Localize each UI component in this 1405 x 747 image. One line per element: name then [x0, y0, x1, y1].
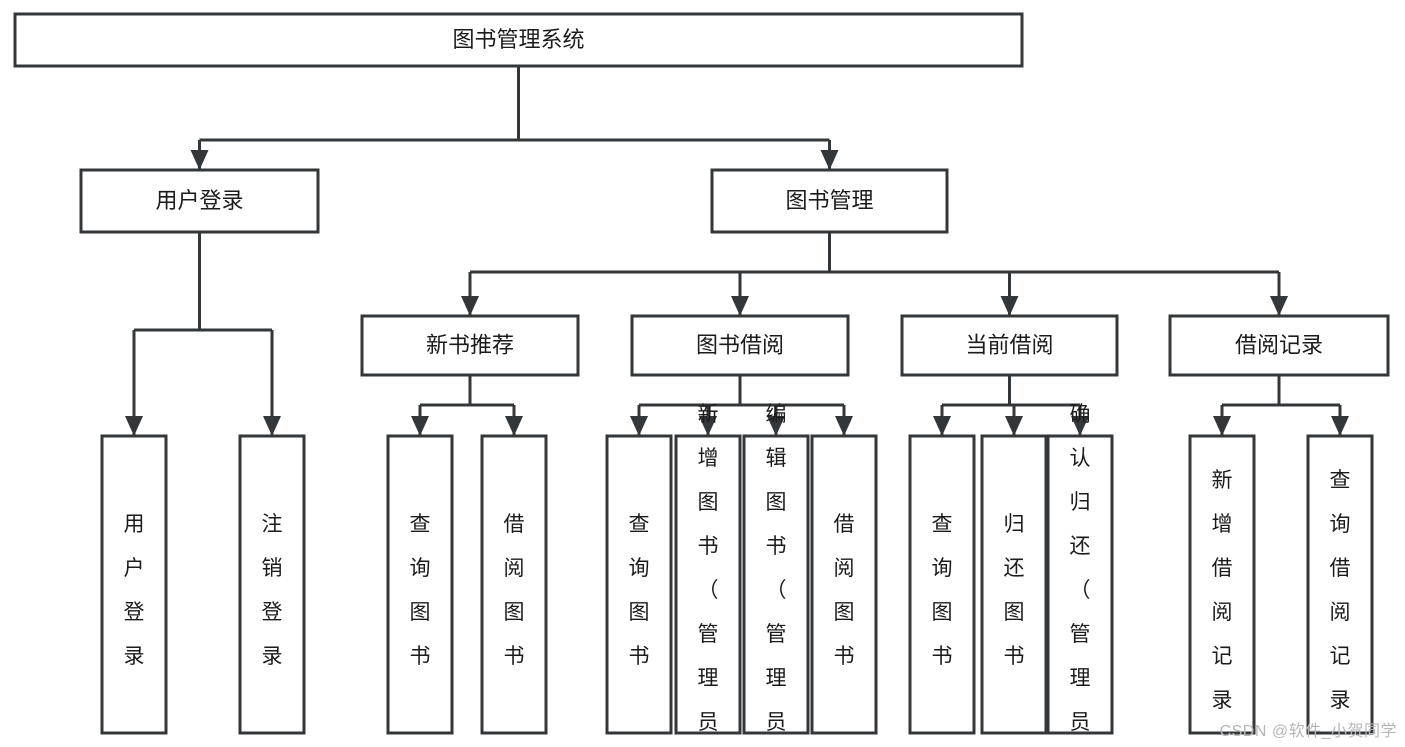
- node-leaf-10[interactable]: 确认归还（管理员）: [1046, 403, 1114, 747]
- node-leaf-1[interactable]: 注销登录: [238, 434, 306, 735]
- node-label: 图书借阅: [696, 332, 784, 357]
- leaf-label: 借阅图书: [834, 513, 855, 668]
- node-leaf-5[interactable]: 新增图书（管理员）: [674, 403, 742, 747]
- node-leaf-6[interactable]: 编辑图书（管理员）: [742, 403, 810, 747]
- node-layer: 图书管理系统用户登录图书管理新书推荐图书借阅当前借阅借阅记录用户登录注销登录查询…: [13, 12, 1390, 747]
- node-label: 图书管理系统: [452, 27, 584, 52]
- node-level3-0[interactable]: 新书推荐: [360, 314, 580, 377]
- leaf-label: 查询借阅记录: [1330, 469, 1351, 712]
- leaf-label: 借阅图书: [504, 513, 525, 668]
- node-level2-0[interactable]: 用户登录: [79, 168, 320, 234]
- arrow-head-icon: [190, 150, 209, 170]
- arrow-head-icon: [461, 296, 479, 316]
- arrow-head-icon: [820, 150, 839, 170]
- leaf-label: 新增借阅记录: [1212, 469, 1233, 712]
- arrow-head-icon: [505, 416, 523, 436]
- csdn-watermark: CSDN @软件_小贺同学: [1219, 723, 1397, 740]
- node-level2-1[interactable]: 图书管理: [710, 168, 949, 234]
- arrow-head-icon: [630, 416, 648, 436]
- arrow-head-icon: [1270, 296, 1288, 316]
- node-label: 当前借阅: [965, 332, 1053, 357]
- node-label: 借阅记录: [1235, 332, 1323, 357]
- node-label: 图书管理: [785, 188, 873, 213]
- arrow-head-icon: [731, 296, 749, 316]
- arrow-head-icon: [933, 416, 951, 436]
- node-leaf-2[interactable]: 查询图书: [386, 434, 454, 735]
- leaf-label: 确认归还（管理员）: [1070, 403, 1091, 747]
- node-leaf-4[interactable]: 查询图书: [605, 434, 673, 735]
- node-label: 用户登录: [155, 188, 243, 213]
- node-leaf-11[interactable]: 新增借阅记录: [1188, 434, 1256, 735]
- node-level3-1[interactable]: 图书借阅: [630, 314, 850, 377]
- arrow-head-icon: [767, 416, 785, 436]
- leaf-label: 归还图书: [1004, 513, 1025, 668]
- arrow-head-icon: [1331, 416, 1349, 436]
- arrow-head-icon: [1213, 416, 1231, 436]
- arrow-head-icon: [263, 416, 281, 436]
- arrow-head-icon: [1005, 416, 1023, 436]
- arrow-head-icon: [835, 416, 853, 436]
- node-leaf-0[interactable]: 用户登录: [100, 434, 168, 735]
- node-leaf-9[interactable]: 归还图书: [980, 434, 1048, 735]
- arrow-head-icon: [1000, 296, 1019, 316]
- leaf-label: 编辑图书（管理员）: [766, 403, 787, 747]
- node-leaf-8[interactable]: 查询图书: [908, 434, 976, 735]
- node-leaf-12[interactable]: 查询借阅记录: [1306, 434, 1374, 735]
- node-root-system[interactable]: 图书管理系统: [13, 12, 1024, 68]
- node-leaf-7[interactable]: 借阅图书: [810, 434, 878, 735]
- node-level3-2[interactable]: 当前借阅: [900, 314, 1119, 377]
- node-label: 新书推荐: [426, 332, 514, 357]
- leaf-label: 查询图书: [932, 513, 953, 668]
- arrow-head-icon: [411, 416, 429, 436]
- arrow-head-icon: [1071, 416, 1089, 436]
- leaf-label: 查询图书: [410, 513, 431, 668]
- connector-layer: [125, 66, 1349, 436]
- arrow-head-icon: [699, 416, 717, 436]
- leaf-label: 新增图书（管理员）: [698, 403, 719, 747]
- leaf-label: 注销登录: [262, 513, 283, 668]
- node-level3-3[interactable]: 借阅记录: [1168, 314, 1390, 377]
- leaf-label: 查询图书: [629, 513, 650, 668]
- node-leaf-3[interactable]: 借阅图书: [480, 434, 548, 735]
- leaf-label: 用户登录: [124, 513, 145, 668]
- arrow-head-icon: [125, 416, 143, 436]
